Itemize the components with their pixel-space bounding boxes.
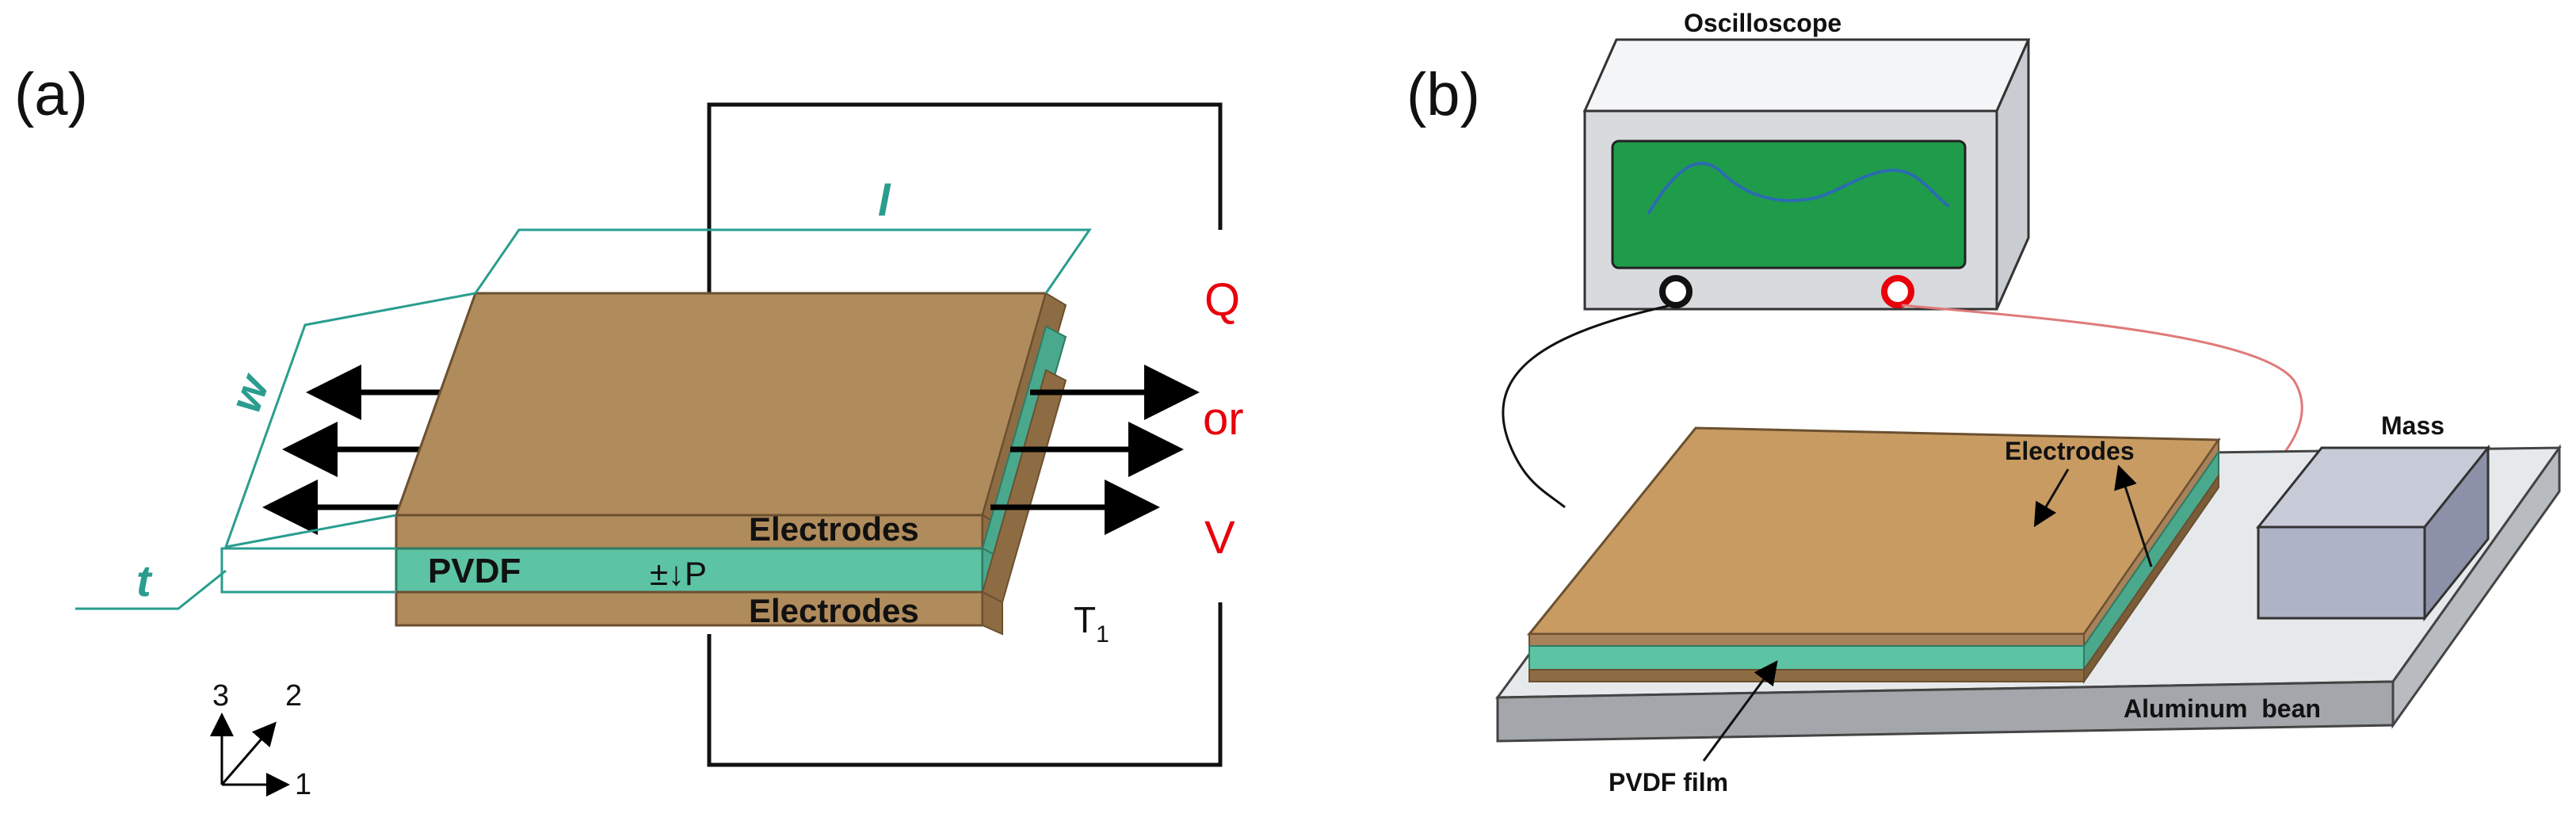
dimension-width-line bbox=[223, 292, 476, 548]
wire-black bbox=[1502, 304, 1673, 509]
pvdf-film-label: PVDF film bbox=[1609, 768, 1728, 797]
output-v-label: V bbox=[1204, 512, 1235, 564]
axis-1-label: 1 bbox=[295, 768, 311, 801]
dimension-thickness-leader bbox=[75, 569, 227, 610]
pvdf-stack bbox=[1526, 426, 2221, 685]
mass-block bbox=[2255, 444, 2491, 622]
dimension-thickness-line bbox=[220, 547, 396, 594]
oscilloscope-label: Oscilloscope bbox=[1684, 9, 1841, 37]
oscilloscope-screen bbox=[1611, 139, 1967, 269]
oscilloscope-port-black bbox=[1659, 275, 1693, 308]
electrodes-label: Electrodes bbox=[2005, 437, 2135, 465]
polarization-label: ±↓P bbox=[650, 555, 707, 592]
oscilloscope-waveform bbox=[1647, 162, 1951, 216]
electrodes-bottom-label: Electrodes bbox=[749, 592, 919, 629]
electrodes-arrow-1 bbox=[2033, 468, 2070, 528]
output-q-label: Q bbox=[1204, 274, 1240, 326]
bottom-electrode-front bbox=[395, 590, 984, 627]
pvdf-film-arrow bbox=[1702, 660, 1778, 762]
panel-a-label: (a) bbox=[14, 61, 88, 128]
coordinate-axes: 3 2 1 bbox=[210, 679, 311, 801]
oscilloscope-port-red bbox=[1881, 275, 1914, 308]
output-or-label: or bbox=[1203, 393, 1244, 445]
pvdf-label: PVDF bbox=[428, 552, 521, 590]
dimension-length-label: l bbox=[878, 175, 891, 225]
electrodes-top-label: Electrodes bbox=[749, 510, 919, 548]
electrodes-arrow-2 bbox=[2114, 464, 2153, 567]
panel-b: (b) Oscilloscope Aluminum bean M bbox=[1406, 9, 2562, 797]
oscilloscope bbox=[1582, 38, 2031, 311]
panel-a: (a) l w t Electrodes P bbox=[14, 61, 1244, 801]
circuit-wire-bottom bbox=[707, 602, 1223, 767]
temperature-label: T1 bbox=[1074, 599, 1109, 648]
dimension-length-line bbox=[474, 228, 1092, 294]
aluminum-label: Aluminum bean bbox=[2124, 694, 2321, 723]
axis-3-label: 3 bbox=[212, 679, 229, 713]
mass-label: Mass bbox=[2381, 411, 2444, 440]
circuit-wire-top bbox=[707, 102, 1223, 373]
dimension-width-label: w bbox=[219, 366, 279, 418]
bottom-electrode-right-front bbox=[982, 590, 1003, 636]
axis-2-label: 2 bbox=[285, 679, 302, 713]
top-electrode-top-face bbox=[394, 292, 1048, 517]
dimension-thickness-label: t bbox=[136, 556, 153, 606]
panel-b-label: (b) bbox=[1406, 61, 1480, 128]
